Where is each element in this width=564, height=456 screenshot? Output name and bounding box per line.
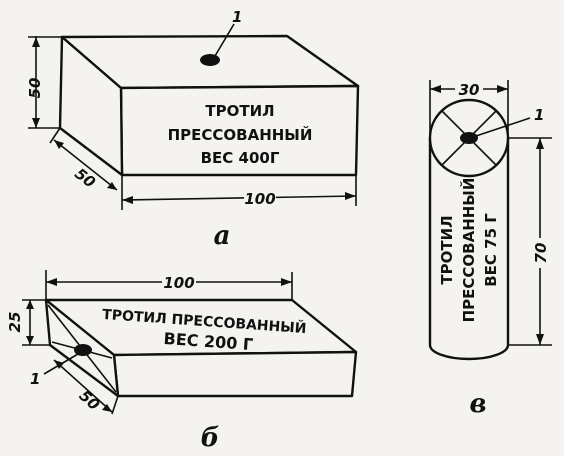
dim-line-depth-a (53, 139, 118, 191)
arrowhead (345, 192, 356, 200)
block-a-label-line-3: ВЕС 400Г (201, 149, 280, 167)
caption-v: в (469, 389, 486, 419)
dim-text-height-b: 25 (6, 312, 24, 333)
cylinder-label-line-2: ПРЕССОВАННЫЙ (459, 178, 478, 323)
arrowhead (536, 138, 544, 149)
dim-text-bg (531, 238, 549, 268)
callout-number-b: 1 (30, 370, 40, 388)
arrowhead (497, 85, 508, 93)
ext-line-depth-a (49, 127, 61, 144)
block-a-label-line-2: ПРЕССОВАННЫЙ (168, 125, 313, 144)
dim-text-length-b: 100 (163, 274, 194, 292)
callout-leader-v (475, 117, 531, 137)
arrowhead (107, 182, 117, 190)
arrowhead (122, 196, 133, 204)
dim-text-depth-b: 50 (76, 387, 104, 414)
dim-line-depth-b (53, 359, 113, 413)
caption-a: а (214, 221, 231, 251)
figure-b: 1 ТРОТИЛ ПРЕССОВАННЫЙ ВЕС 200 Г 100 25 5… (6, 270, 358, 453)
ext-line-depth-b (111, 395, 119, 415)
dim-text-depth-a: 50 (71, 165, 99, 192)
callout-number-v: 1 (534, 106, 544, 124)
dim-text-length-a: 100 (244, 190, 275, 208)
callout-number-a: 1 (232, 8, 242, 26)
dim-text-bg (162, 272, 196, 290)
arrowhead (26, 336, 34, 345)
fuse-hole-v (460, 132, 478, 144)
cylinder-label-line-3: ВЕС 75 Г (482, 213, 500, 287)
arrowhead (430, 85, 441, 93)
fuse-hole-a (200, 54, 220, 66)
cylinder-label-line-1: ТРОТИЛ (438, 215, 456, 284)
dim-text-length-v: 70 (532, 243, 550, 264)
block-a-label-line-1: ТРОТИЛ (205, 102, 274, 120)
dim-text-bg (455, 79, 483, 97)
dim-text-height-a: 50 (26, 78, 44, 99)
arrowhead (54, 140, 64, 149)
dim-text-bg (244, 187, 276, 205)
arrowhead (26, 300, 34, 309)
arrowhead (281, 278, 292, 286)
arrowhead (102, 404, 112, 412)
figure-a: 1 ТРОТИЛ ПРЕССОВАННЫЙ ВЕС 400Г 50 50 100… (26, 8, 360, 251)
dim-text-diameter-v: 30 (459, 81, 480, 99)
callout-leader-a (214, 23, 235, 57)
figure-v: 1 ТРОТИЛ ПРЕССОВАННЫЙ ВЕС 75 Г 30 70 в (428, 79, 552, 419)
arrowhead (32, 118, 40, 128)
dim-line-length-a (121, 195, 357, 201)
arrowhead (54, 360, 64, 369)
arrowhead (536, 334, 544, 345)
cylinder-body (428, 136, 510, 361)
fuse-hole-b (74, 344, 92, 356)
block-b-front-face (112, 350, 358, 398)
caption-b: б (201, 423, 220, 453)
arrowhead (32, 37, 40, 47)
arrowhead (46, 278, 57, 286)
